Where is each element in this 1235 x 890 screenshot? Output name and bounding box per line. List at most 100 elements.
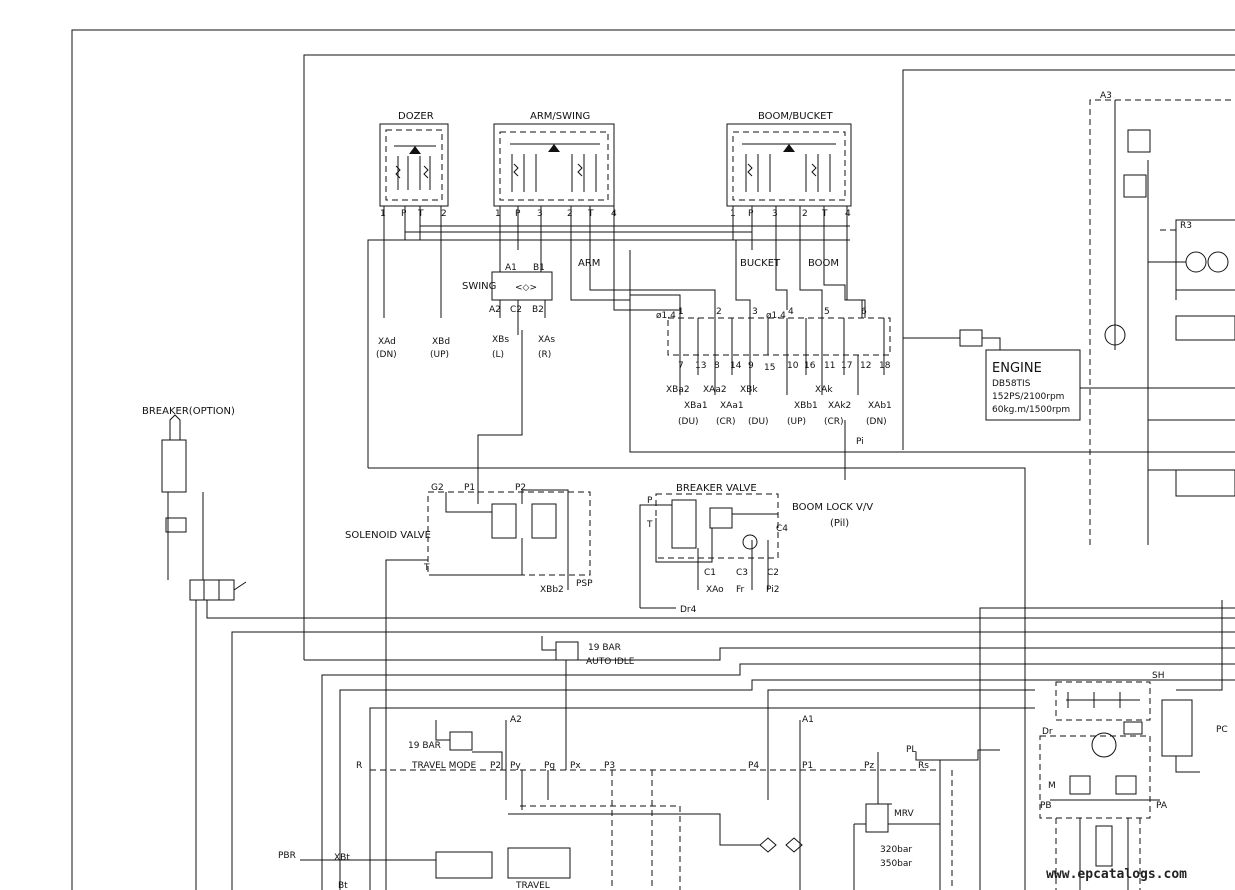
port-label: T bbox=[587, 209, 594, 219]
frames bbox=[71, 29, 1235, 890]
breaker-option-label: BREAKER(OPTION) bbox=[142, 406, 235, 417]
port-xbd: XBd bbox=[432, 337, 450, 347]
manifold-number: 10 bbox=[787, 361, 799, 371]
engine-model: DB58TIS bbox=[992, 379, 1031, 389]
port-xbs: XBs bbox=[492, 335, 509, 345]
port-label: (CR) bbox=[824, 417, 844, 427]
port-label: 3 bbox=[537, 209, 543, 219]
port-label: T bbox=[821, 209, 828, 219]
p3-label: P3 bbox=[604, 761, 615, 771]
port-label: 3 bbox=[772, 209, 778, 219]
port-label: 4 bbox=[845, 209, 851, 219]
port-label: 4 bbox=[611, 209, 617, 219]
boom-bucket-title: BOOM/BUCKET bbox=[758, 111, 833, 122]
pump-regulator bbox=[1039, 600, 1223, 890]
xbt-label: XBt bbox=[334, 853, 350, 863]
m-label: M bbox=[1048, 781, 1056, 791]
port-xad-sub: (DN) bbox=[376, 350, 397, 360]
manifold-number: 7 bbox=[678, 361, 684, 371]
shuttle-symbol: <◇> bbox=[515, 283, 537, 293]
port-label: T bbox=[417, 209, 424, 219]
port-label: P bbox=[515, 209, 521, 219]
manifold-number: 18 bbox=[879, 361, 891, 371]
swing-label: SWING bbox=[462, 281, 496, 292]
solenoid-valve bbox=[385, 468, 591, 890]
manifold-number: 5 bbox=[824, 307, 830, 317]
swing-port: C2 bbox=[510, 305, 522, 315]
engine-box bbox=[903, 329, 1235, 421]
r3-label: R3 bbox=[1180, 221, 1192, 231]
auto-idle-label: AUTO IDLE bbox=[586, 657, 635, 667]
travel-bar: 19 BAR bbox=[408, 741, 441, 751]
arm-swing-block bbox=[493, 123, 615, 255]
boom-bucket-block bbox=[726, 123, 852, 250]
bt-label: Bt bbox=[338, 881, 348, 890]
bv-p-label: P bbox=[647, 496, 653, 506]
p1-label: P1 bbox=[464, 483, 475, 493]
c2-label: C2 bbox=[767, 568, 779, 578]
engine-title: ENGINE bbox=[992, 361, 1042, 376]
pl-label: PL bbox=[906, 745, 916, 755]
manifold-number: 14 bbox=[730, 361, 742, 371]
port-label: 1 bbox=[495, 209, 501, 219]
port-xas-sub: (R) bbox=[538, 350, 551, 360]
bv-t-label: T bbox=[646, 520, 653, 530]
port-label: XBk bbox=[740, 385, 758, 395]
dozer-ports: 1 P T 2 bbox=[380, 209, 447, 219]
port-label: 2 bbox=[802, 209, 808, 219]
port-label: (CR) bbox=[716, 417, 736, 427]
port-label: (DU) bbox=[678, 417, 699, 427]
port-label: 1 bbox=[730, 209, 736, 219]
manifold-number: 15 bbox=[764, 363, 775, 373]
a3-label: A3 bbox=[1100, 91, 1112, 101]
swing-port: A2 bbox=[489, 305, 501, 315]
port-label: XAa1 bbox=[720, 401, 744, 411]
dozer-block bbox=[379, 123, 449, 240]
manifold-number: 8 bbox=[714, 361, 720, 371]
port-xbd-sub: (UP) bbox=[430, 350, 449, 360]
pi2-label: Pi2 bbox=[766, 585, 779, 595]
rs-label: Rs bbox=[918, 761, 929, 771]
auto-idle-bar: 19 BAR bbox=[588, 643, 621, 653]
sh-label: SH bbox=[1152, 671, 1164, 681]
boom-label: BOOM bbox=[808, 258, 839, 269]
a2-label: A2 bbox=[510, 715, 522, 725]
swing-port: A1 bbox=[505, 263, 517, 273]
manifold-number: 12 bbox=[860, 361, 871, 371]
t-label: T bbox=[423, 563, 430, 573]
c3-label: C3 bbox=[736, 568, 748, 578]
boom-lock-label: BOOM LOCK V/V bbox=[792, 502, 873, 513]
mrv-label: MRV bbox=[894, 809, 915, 819]
p2-label: P2 bbox=[515, 483, 526, 493]
port-label: XBa2 bbox=[666, 385, 690, 395]
bucket-label: BUCKET bbox=[740, 258, 781, 269]
fr-label: Fr bbox=[736, 585, 745, 595]
manifold-number: ø1.4 bbox=[766, 311, 786, 321]
r-label: R bbox=[356, 761, 362, 771]
px-label: Px bbox=[570, 761, 581, 771]
dr-label: Dr bbox=[1042, 727, 1053, 737]
c1-label: C1 bbox=[704, 568, 716, 578]
p1b-label: P1 bbox=[802, 761, 813, 771]
a1-label: A1 bbox=[802, 715, 814, 725]
port-label: (UP) bbox=[787, 417, 806, 427]
psp-label: PSP bbox=[576, 579, 593, 589]
manifold-number: 17 bbox=[841, 361, 852, 371]
manifold-number: 9 bbox=[748, 361, 754, 371]
g2-label: G2 bbox=[431, 483, 444, 493]
port-label: P bbox=[401, 209, 407, 219]
port-label: XAk bbox=[815, 385, 833, 395]
port-label: (DU) bbox=[748, 417, 769, 427]
solenoid-valve-label: SOLENOID VALVE bbox=[345, 530, 431, 541]
manifold-number: 3 bbox=[752, 307, 758, 317]
port-label: 2 bbox=[567, 209, 573, 219]
p2b-label: P2 bbox=[490, 761, 501, 771]
travel-mode-label: TRAVEL MODE bbox=[411, 761, 476, 771]
mrv-pressure-1: 320bar bbox=[880, 845, 912, 855]
manifold-number: ø1.4 bbox=[656, 311, 676, 321]
arm-label: ARM bbox=[578, 258, 600, 269]
pbr-label: PBR bbox=[278, 851, 296, 861]
port-label: 1 bbox=[380, 209, 386, 219]
port-xad: XAd bbox=[378, 337, 396, 347]
